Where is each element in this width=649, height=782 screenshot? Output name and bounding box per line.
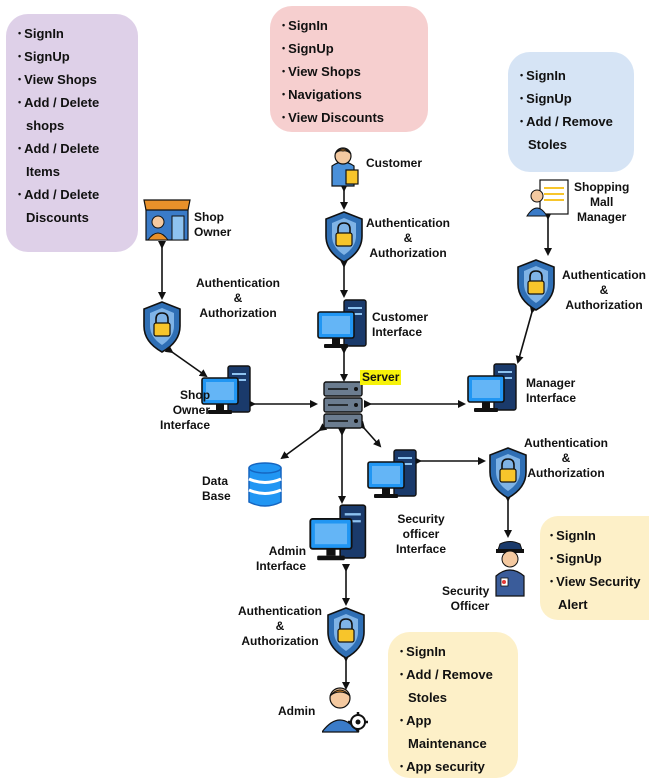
auth-shop-label: Authentication & Authorization: [196, 276, 280, 320]
shop-owner-feature-box: SignIn SignUp View Shops Add / Delete sh…: [6, 14, 138, 252]
admin-feature-list: SignIn Add / Remove Stoles App Maintenan…: [400, 640, 508, 778]
auth-customer-label: Authentication & Authorization: [366, 216, 450, 260]
feature-item: SignIn: [282, 14, 418, 37]
auth-security-label: Authentication & Authorization: [524, 436, 608, 480]
customer-person-icon: [331, 147, 359, 187]
auth-manager-label: Authentication & Authorization: [562, 268, 646, 312]
security-auth-shield-icon: [489, 447, 527, 499]
admin-interface-computer-icon: [309, 504, 367, 561]
feature-item: shops: [26, 118, 65, 133]
feature-item: App security: [400, 755, 508, 778]
feature-item: Add / Delete: [18, 91, 128, 114]
database-icon: [248, 462, 282, 507]
feature-item: View Discounts: [282, 106, 418, 129]
customer-feature-list: SignIn SignUp View Shops Navigations Vie…: [282, 14, 418, 129]
customer-label: Customer: [366, 156, 423, 170]
feature-item: App: [400, 709, 508, 732]
manager-feature-box: SignIn SignUp Add / Remove Stoles: [508, 52, 634, 172]
feature-item: Add / Delete: [18, 137, 128, 160]
feature-item: Stoles: [528, 137, 568, 152]
connector-auth-shop-interface: [164, 345, 208, 378]
feature-item: View Shops: [18, 68, 128, 91]
auth-admin-label: Authentication & Authorization: [238, 604, 322, 648]
security-officer-label: Security Officer: [442, 584, 490, 613]
server-label: Server: [360, 370, 402, 385]
database-label: Data Base: [202, 474, 231, 503]
customer-interface-label: Customer Interface: [372, 310, 429, 339]
shopping-mall-manager-label: Shopping Mall Manager: [574, 180, 630, 224]
shop-owner-label: Shop Owner: [194, 210, 232, 239]
customer-interface-computer-icon: [317, 299, 367, 348]
manager-icon: [526, 179, 569, 217]
feature-item: Stoles: [408, 690, 448, 705]
connector-auth-manager-interface: [515, 305, 538, 364]
shop-auth-shield-icon: [143, 301, 181, 353]
shop-owner-feature-list: SignIn SignUp View Shops Add / Delete sh…: [18, 22, 128, 229]
admin-auth-shield-icon: [327, 607, 365, 659]
feature-item: SignIn: [18, 22, 128, 45]
connector-server-database: [280, 423, 328, 460]
server-icon: [323, 381, 363, 429]
admin-label: Admin: [278, 704, 316, 718]
feature-item: Navigations: [282, 83, 418, 106]
feature-item: Add / Remove: [520, 110, 624, 133]
feature-item: SignIn: [520, 64, 624, 87]
connector-server-security-interface: [357, 420, 382, 448]
feature-item: SignUp: [282, 37, 418, 60]
manager-interface-computer-icon: [467, 363, 517, 412]
feature-item: SignIn: [550, 524, 639, 547]
customer-feature-box: SignIn SignUp View Shops Navigations Vie…: [270, 6, 428, 132]
shop-owner-interface-label: Shop Owner Interface: [160, 388, 211, 432]
feature-item: Add / Remove: [400, 663, 508, 686]
security-officer-icon: [495, 541, 525, 597]
admin-feature-box: SignIn Add / Remove Stoles App Maintenan…: [388, 632, 518, 778]
admin-person-icon: [322, 687, 368, 733]
security-feature-box: SignIn SignUp View Security Alert: [540, 516, 649, 620]
feature-item: View Security: [550, 570, 640, 593]
feature-item: Items: [26, 164, 60, 179]
feature-item: Maintenance: [408, 736, 487, 751]
feature-item: Discounts: [26, 210, 89, 225]
security-interface-computer-icon: [367, 449, 417, 498]
shop-owner-interface-computer-icon: [201, 365, 251, 414]
customer-auth-shield-icon: [325, 211, 363, 263]
feature-item: SignUp: [520, 87, 624, 110]
manager-auth-shield-icon: [517, 259, 555, 311]
security-feature-list: SignIn SignUp View Security Alert: [550, 524, 640, 616]
feature-item: View Shops: [282, 60, 418, 83]
feature-item: Alert: [558, 597, 588, 612]
shop-owner-icon: [143, 199, 191, 241]
feature-item: SignUp: [18, 45, 128, 68]
security-officer-interface-label: Security officer Interface: [396, 512, 447, 556]
manager-feature-list: SignIn SignUp Add / Remove Stoles: [520, 64, 624, 156]
manager-interface-label: Manager Interface: [526, 376, 577, 405]
feature-item: SignIn: [400, 640, 508, 663]
feature-item: Add / Delete: [18, 183, 128, 206]
admin-interface-label: Admin Interface: [256, 544, 307, 573]
feature-item: SignUp: [550, 547, 639, 570]
